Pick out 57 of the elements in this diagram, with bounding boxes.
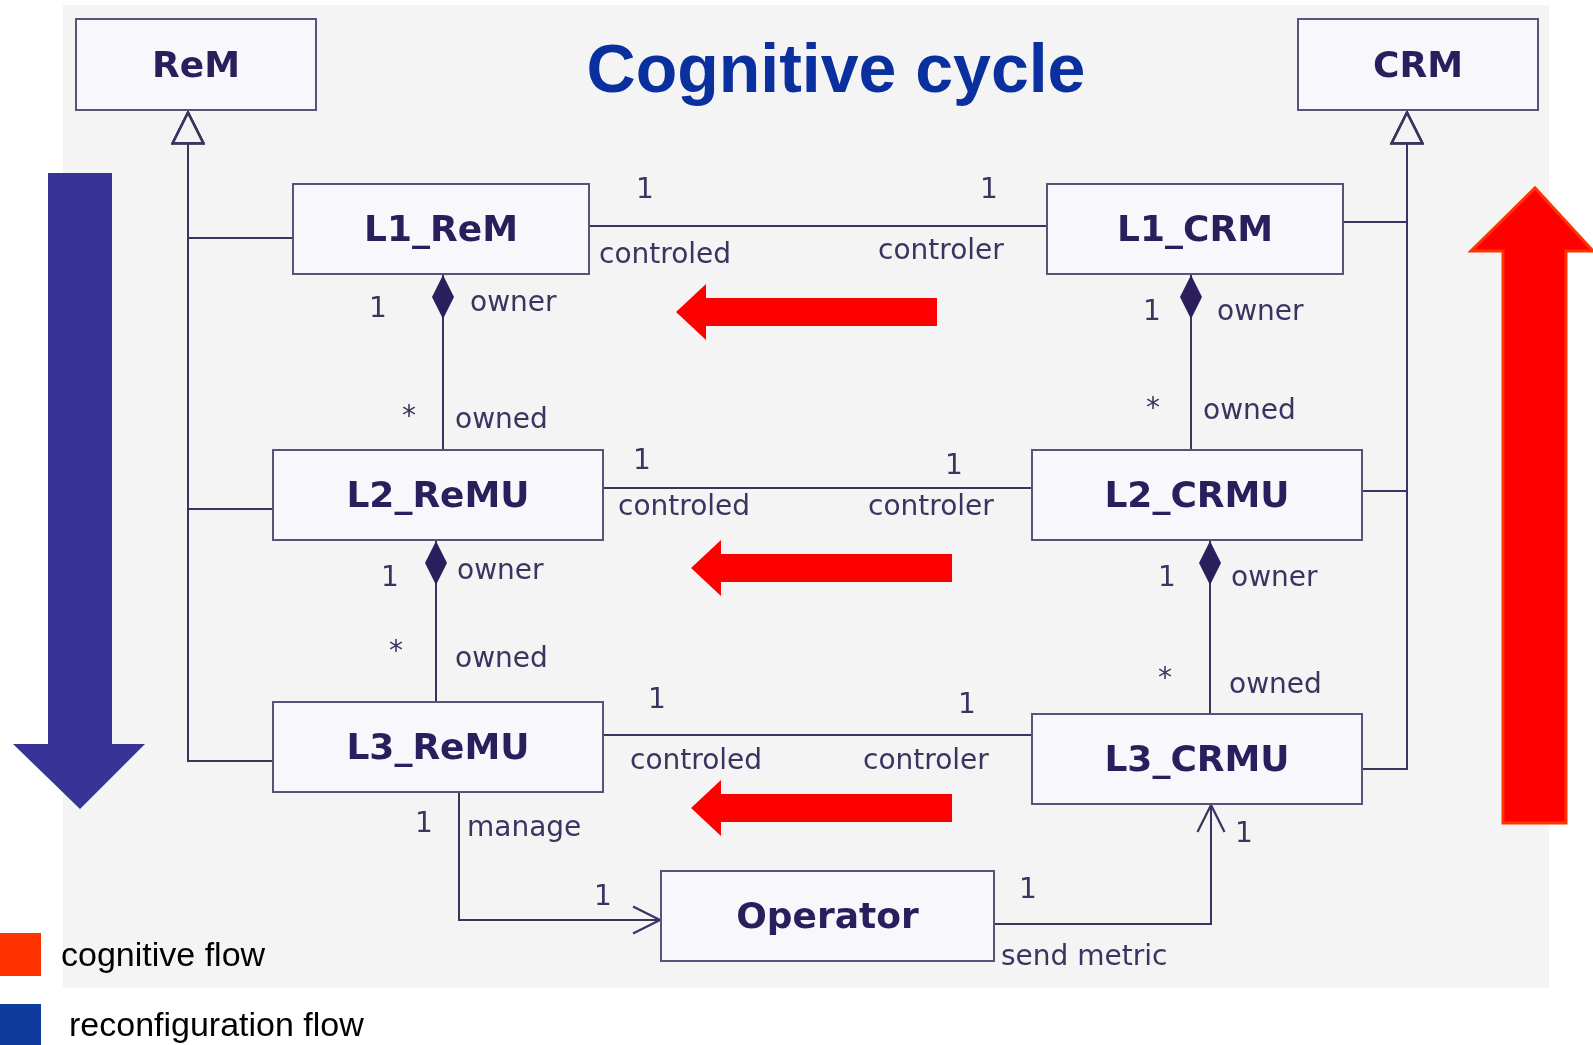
class-box: L3_ReMU xyxy=(272,701,604,793)
multiplicity-label: controled xyxy=(630,744,763,776)
legend-label: reconfiguration flow xyxy=(69,1004,364,1044)
multiplicity-label: 1 xyxy=(415,807,433,839)
class-box: L1_ReM xyxy=(292,183,590,275)
composition-line xyxy=(425,540,447,702)
multiplicity-label: 1 xyxy=(945,449,963,481)
association-line xyxy=(603,487,1032,489)
multiplicity-label: owned xyxy=(455,642,548,674)
multiplicity-label: 1 xyxy=(594,880,612,912)
multiplicity-label: * xyxy=(1146,392,1160,424)
generalization-arrow xyxy=(171,110,273,762)
class-box: CRM xyxy=(1297,18,1539,111)
multiplicity-label: controler xyxy=(868,490,994,522)
multiplicity-label: owner xyxy=(1231,561,1318,593)
multiplicity-label: owner xyxy=(457,554,544,586)
multiplicity-label: 1 xyxy=(1019,873,1037,905)
title: Cognitive cycle xyxy=(585,29,1087,108)
multiplicity-label: owner xyxy=(1217,295,1304,327)
class-box: L2_CRMU xyxy=(1031,449,1363,541)
multiplicity-label: 1 xyxy=(1235,817,1253,849)
multiplicity-label: * xyxy=(1158,662,1172,694)
multiplicity-label: controled xyxy=(618,490,751,522)
composition-line xyxy=(1180,274,1202,450)
multiplicity-label: owned xyxy=(455,403,548,435)
arrow xyxy=(458,792,662,935)
multiplicity-label: 1 xyxy=(633,444,651,476)
multiplicity-label: controler xyxy=(863,744,989,776)
multiplicity-label: owned xyxy=(1229,668,1322,700)
multiplicity-label: 1 xyxy=(1143,295,1161,327)
multiplicity-label: owner xyxy=(470,286,557,318)
multiplicity-label: * xyxy=(389,635,403,667)
class-box: L3_CRMU xyxy=(1031,713,1363,805)
multiplicity-label: 1 xyxy=(648,683,666,715)
multiplicity-label: 1 xyxy=(958,688,976,720)
multiplicity-label: controled xyxy=(599,238,732,270)
composition-line xyxy=(432,274,454,450)
multiplicity-label: 1 xyxy=(980,173,998,205)
class-box: Operator xyxy=(660,870,995,962)
multiplicity-label: 1 xyxy=(1158,561,1176,593)
edge-label: manage xyxy=(467,811,582,843)
multiplicity-label: 1 xyxy=(381,561,399,593)
arrow xyxy=(994,803,1226,925)
multiplicity-label: controler xyxy=(878,234,1004,266)
multiplicity-label: 1 xyxy=(369,292,387,324)
multiplicity-label: owned xyxy=(1203,394,1296,426)
class-box: L2_ReMU xyxy=(272,449,604,541)
association-line xyxy=(589,225,1047,227)
generalization-arrow xyxy=(1362,110,1424,770)
association-line xyxy=(603,734,1032,736)
edge-label: send metric xyxy=(1001,940,1168,972)
class-box: L1_CRM xyxy=(1046,183,1344,275)
composition-line xyxy=(1199,540,1221,714)
legend-label: cognitive flow xyxy=(61,934,266,974)
multiplicity-label: 1 xyxy=(636,173,654,205)
multiplicity-label: * xyxy=(402,400,416,432)
class-box: ReM xyxy=(75,18,317,111)
